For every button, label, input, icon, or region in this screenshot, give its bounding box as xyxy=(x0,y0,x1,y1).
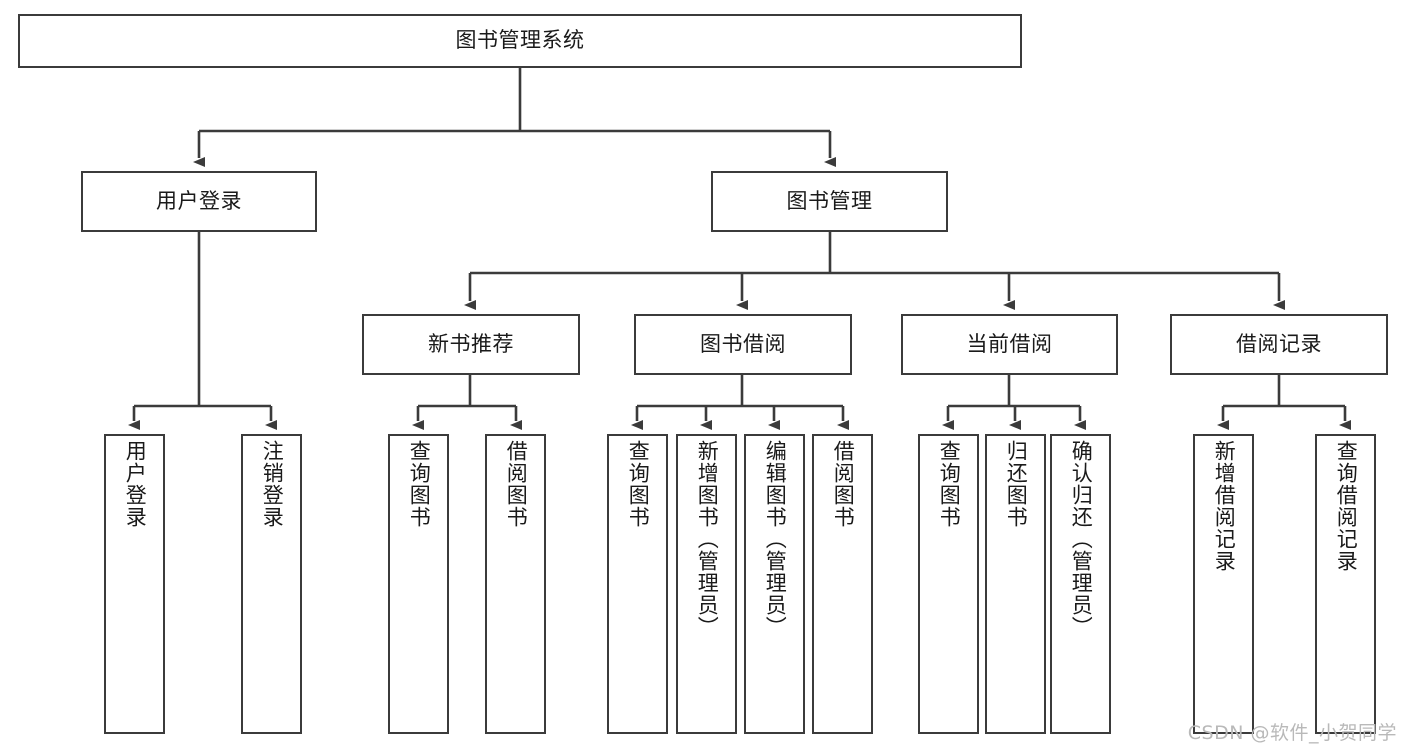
node-leaf-borrow-book-1-label: 借阅图书 xyxy=(504,440,529,528)
node-current-borrow-label: 当前借阅 xyxy=(966,331,1053,356)
node-leaf-logout-login[interactable]: 注销登录 xyxy=(241,434,302,734)
node-user-login-label: 用户登录 xyxy=(156,188,242,213)
edges-userlogin-to-leaves xyxy=(128,232,277,430)
node-borrow-record[interactable]: 借阅记录 xyxy=(1170,314,1388,375)
node-leaf-user-login-label: 用户登录 xyxy=(123,440,148,528)
node-leaf-query-book-2-label: 查询图书 xyxy=(626,440,651,528)
node-leaf-borrow-book-2[interactable]: 借阅图书 xyxy=(812,434,873,734)
node-leaf-edit-book-label: 编辑图书（管理员） xyxy=(763,440,788,638)
node-leaf-query-book-3[interactable]: 查询图书 xyxy=(918,434,979,734)
csdn-watermark: CSDN @软件_小贺同学 xyxy=(1187,722,1397,744)
node-leaf-user-login[interactable]: 用户登录 xyxy=(104,434,165,734)
node-leaf-return-book-label: 归还图书 xyxy=(1004,440,1029,528)
edges-bookborrow-to-leaves xyxy=(631,375,849,430)
edges-bookmanage-to-level3 xyxy=(464,232,1285,310)
edges-currentborrow-to-leaves xyxy=(942,375,1086,430)
node-root[interactable]: 图书管理系统 xyxy=(18,14,1022,68)
node-new-book-recommend-label: 新书推荐 xyxy=(428,331,514,356)
node-current-borrow[interactable]: 当前借阅 xyxy=(901,314,1118,375)
node-leaf-add-borrow-record-label: 新增借阅记录 xyxy=(1212,440,1237,572)
node-leaf-edit-book[interactable]: 编辑图书（管理员） xyxy=(744,434,805,734)
node-leaf-add-book[interactable]: 新增图书（管理员） xyxy=(676,434,737,734)
node-leaf-query-book-1-label: 查询图书 xyxy=(407,440,432,528)
node-leaf-confirm-return-label: 确认归还（管理员） xyxy=(1069,440,1094,638)
node-book-borrow[interactable]: 图书借阅 xyxy=(634,314,852,375)
node-leaf-return-book[interactable]: 归还图书 xyxy=(985,434,1046,734)
node-new-book-recommend[interactable]: 新书推荐 xyxy=(362,314,580,375)
node-book-manage-label: 图书管理 xyxy=(786,188,873,213)
node-leaf-borrow-book-1[interactable]: 借阅图书 xyxy=(485,434,546,734)
edges-borrowrecord-to-leaves xyxy=(1217,375,1351,430)
node-user-login[interactable]: 用户登录 xyxy=(81,171,317,232)
edges-root-to-level2 xyxy=(193,68,836,167)
edges-newbook-to-leaves xyxy=(412,375,522,430)
node-leaf-add-borrow-record[interactable]: 新增借阅记录 xyxy=(1193,434,1254,734)
node-leaf-logout-login-label: 注销登录 xyxy=(260,440,285,528)
node-leaf-query-book-3-label: 查询图书 xyxy=(937,440,962,528)
node-leaf-query-book-2[interactable]: 查询图书 xyxy=(607,434,668,734)
node-borrow-record-label: 借阅记录 xyxy=(1236,331,1322,356)
node-leaf-query-book-1[interactable]: 查询图书 xyxy=(388,434,449,734)
node-leaf-add-book-label: 新增图书（管理员） xyxy=(695,440,720,638)
node-book-borrow-label: 图书借阅 xyxy=(700,331,786,356)
node-root-label: 图书管理系统 xyxy=(455,28,585,53)
node-leaf-query-borrow-record[interactable]: 查询借阅记录 xyxy=(1315,434,1376,734)
node-book-manage[interactable]: 图书管理 xyxy=(711,171,948,232)
node-leaf-query-borrow-record-label: 查询借阅记录 xyxy=(1334,440,1359,572)
node-leaf-borrow-book-2-label: 借阅图书 xyxy=(831,440,856,528)
node-leaf-confirm-return[interactable]: 确认归还（管理员） xyxy=(1050,434,1111,734)
